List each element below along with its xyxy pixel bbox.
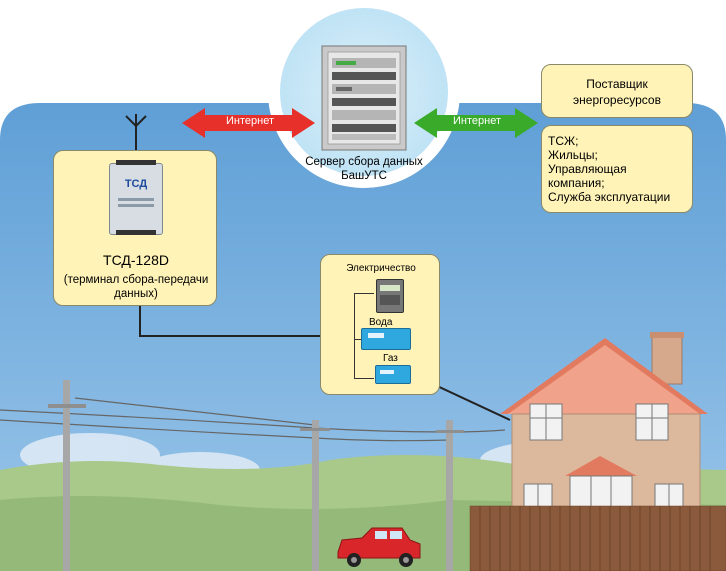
terminal-desc: (терминал сбора-передачи данных) — [54, 273, 218, 301]
terminal-title: ТСД-128D — [103, 252, 169, 268]
supplier-box: Поставщик энергоресурсов — [541, 64, 693, 118]
supplier-line2: энергоресурсов — [573, 93, 661, 107]
server-rack-icon — [321, 45, 407, 151]
fence — [469, 505, 726, 571]
consumers-box: ТСЖ; Жильцы; Управляющая компания; Служб… — [541, 125, 693, 213]
consumer-management-1: Управляющая — [548, 162, 627, 176]
internet-arrow-left — [182, 108, 315, 138]
supplier-line1: Поставщик — [586, 77, 648, 91]
meter-water-label: Вода — [369, 317, 393, 328]
car-icon — [337, 527, 421, 567]
meter-electricity-label: Электричество — [346, 263, 416, 274]
electricity-meter-icon — [376, 279, 404, 313]
server-caption-line2: БашУТС — [341, 170, 387, 182]
terminal-box: ТСД ТСД-128D (терминал сбора-передачи да… — [53, 150, 217, 306]
gas-meter-icon — [375, 365, 411, 384]
consumer-management-2: компания; — [548, 176, 605, 190]
meters-bracket — [354, 293, 375, 379]
power-pole-3 — [436, 420, 464, 571]
internet-arrow-right — [414, 108, 538, 138]
power-line — [0, 397, 506, 442]
meter-gas-label: Газ — [383, 353, 398, 364]
server-caption: Сервер сбора данных БашУТС — [284, 155, 444, 183]
fence-slats — [479, 506, 711, 571]
power-pole-2 — [300, 420, 330, 571]
server-caption-line1: Сервер сбора данных — [305, 156, 423, 168]
internet-label-left: Интернет — [226, 115, 274, 127]
terminal-device-icon: ТСД — [109, 160, 163, 235]
meters-box: Электричество Вода Газ — [320, 254, 440, 395]
consumer-tsj: ТСЖ; — [548, 134, 579, 148]
water-meter-icon — [361, 328, 411, 350]
antenna-icon — [125, 114, 147, 152]
terminal-link-line — [139, 305, 355, 337]
consumer-residents: Жильцы; — [548, 148, 598, 162]
terminal-device-label: ТСД — [124, 178, 148, 190]
power-pole-1 — [48, 380, 86, 571]
terminal-desc-line1: (терминал сбора-передачи — [63, 274, 209, 286]
consumer-service: Служба эксплуатации — [548, 190, 671, 204]
terminal-desc-line2: данных) — [114, 288, 158, 300]
internet-label-right: Интернет — [453, 115, 501, 127]
